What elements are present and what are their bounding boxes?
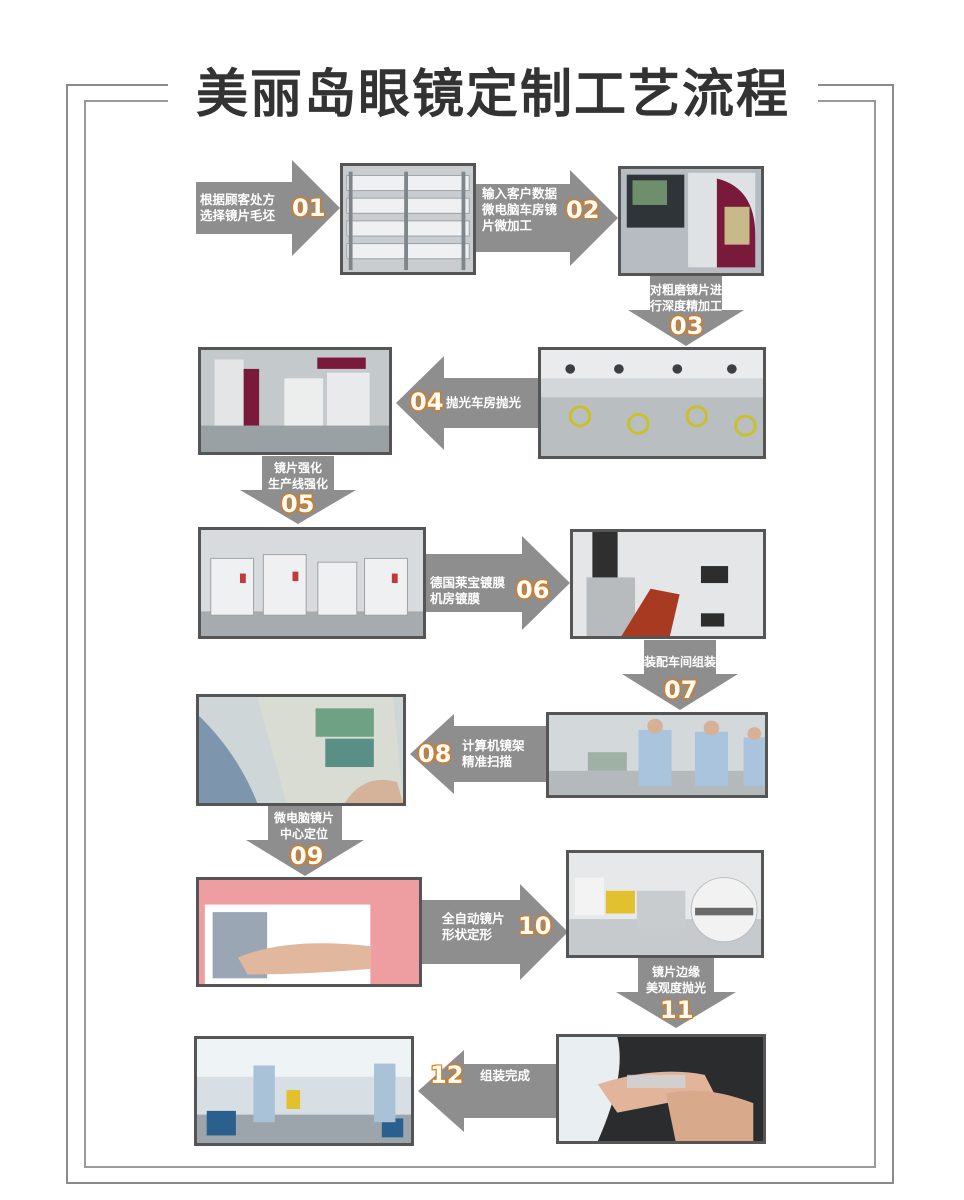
step-01-label: 根据顾客处方 选择镜片毛坯 xyxy=(200,192,276,223)
step-05-number: 05 xyxy=(280,489,315,519)
title-background xyxy=(168,60,818,130)
step-12-arrow xyxy=(418,1050,558,1132)
step-03-number: 03 xyxy=(669,311,704,341)
step-02-number: 02 xyxy=(565,195,600,225)
step-05-arrow xyxy=(240,456,356,524)
precision-grinding-photo xyxy=(538,347,766,459)
assembly-scanner-photo xyxy=(570,529,766,639)
step-07-arrow xyxy=(622,640,738,710)
step-06-number: 06 xyxy=(515,575,550,605)
step-01-number: 01 xyxy=(291,193,326,223)
step-08-number: 08 xyxy=(417,739,452,769)
step-06-label: 德国莱宝镀膜 机房镀膜 xyxy=(430,575,506,606)
step-09-label: 微电脑镜片 中心定位 xyxy=(273,811,334,841)
frame-tracer-photo xyxy=(196,694,406,806)
step-12-label: 组装完成 xyxy=(480,1068,531,1083)
step-09-number: 09 xyxy=(289,841,324,871)
polishing-workshop-photo xyxy=(198,347,392,455)
step-11-label: 镜片边缘 美观度抛光 xyxy=(645,965,706,995)
step-06-arrow xyxy=(426,536,570,630)
step-05-label: 镜片强化 生产线强化 xyxy=(267,461,328,491)
step-09-arrow xyxy=(246,806,364,876)
step-11-number: 11 xyxy=(659,995,694,1025)
step-10-number: 10 xyxy=(517,911,552,941)
step-04-label: 抛光车房抛光 xyxy=(446,395,522,410)
step-10-label: 全自动镜片 形状定形 xyxy=(442,911,505,942)
finished-workshop-photo xyxy=(194,1036,414,1146)
step-03-arrow xyxy=(628,276,744,346)
step-01-arrow xyxy=(196,160,340,256)
step-03-label: 对粗磨镜片进 行深度精加工 xyxy=(649,283,722,313)
step-04-arrow xyxy=(396,356,538,450)
lens-centering-photo xyxy=(196,877,422,987)
edge-polishing-photo xyxy=(556,1034,766,1144)
step-11-arrow xyxy=(616,958,736,1028)
page-title: 美丽岛眼镜定制工艺流程 xyxy=(195,65,790,125)
step-08-label: 计算机镜架 精准扫描 xyxy=(462,738,525,769)
step-07-number: 07 xyxy=(663,675,698,705)
auto-edger-photo xyxy=(566,850,764,958)
lens-blank-rack-photo xyxy=(340,163,476,275)
cnc-machine-photo xyxy=(618,166,764,276)
step-07-label: 装配车间组装 xyxy=(643,655,716,669)
step-10-arrow xyxy=(422,884,568,980)
step-04-number: 04 xyxy=(409,387,444,417)
step-02-label: 输入客户数据 微电脑车房镜 片微加工 xyxy=(482,186,558,233)
coating-room-photo xyxy=(198,527,426,639)
assembly-workshop-photo xyxy=(546,712,768,798)
step-08-arrow xyxy=(410,714,546,794)
step-02-arrow xyxy=(476,170,618,266)
step-12-number: 12 xyxy=(429,1060,464,1090)
